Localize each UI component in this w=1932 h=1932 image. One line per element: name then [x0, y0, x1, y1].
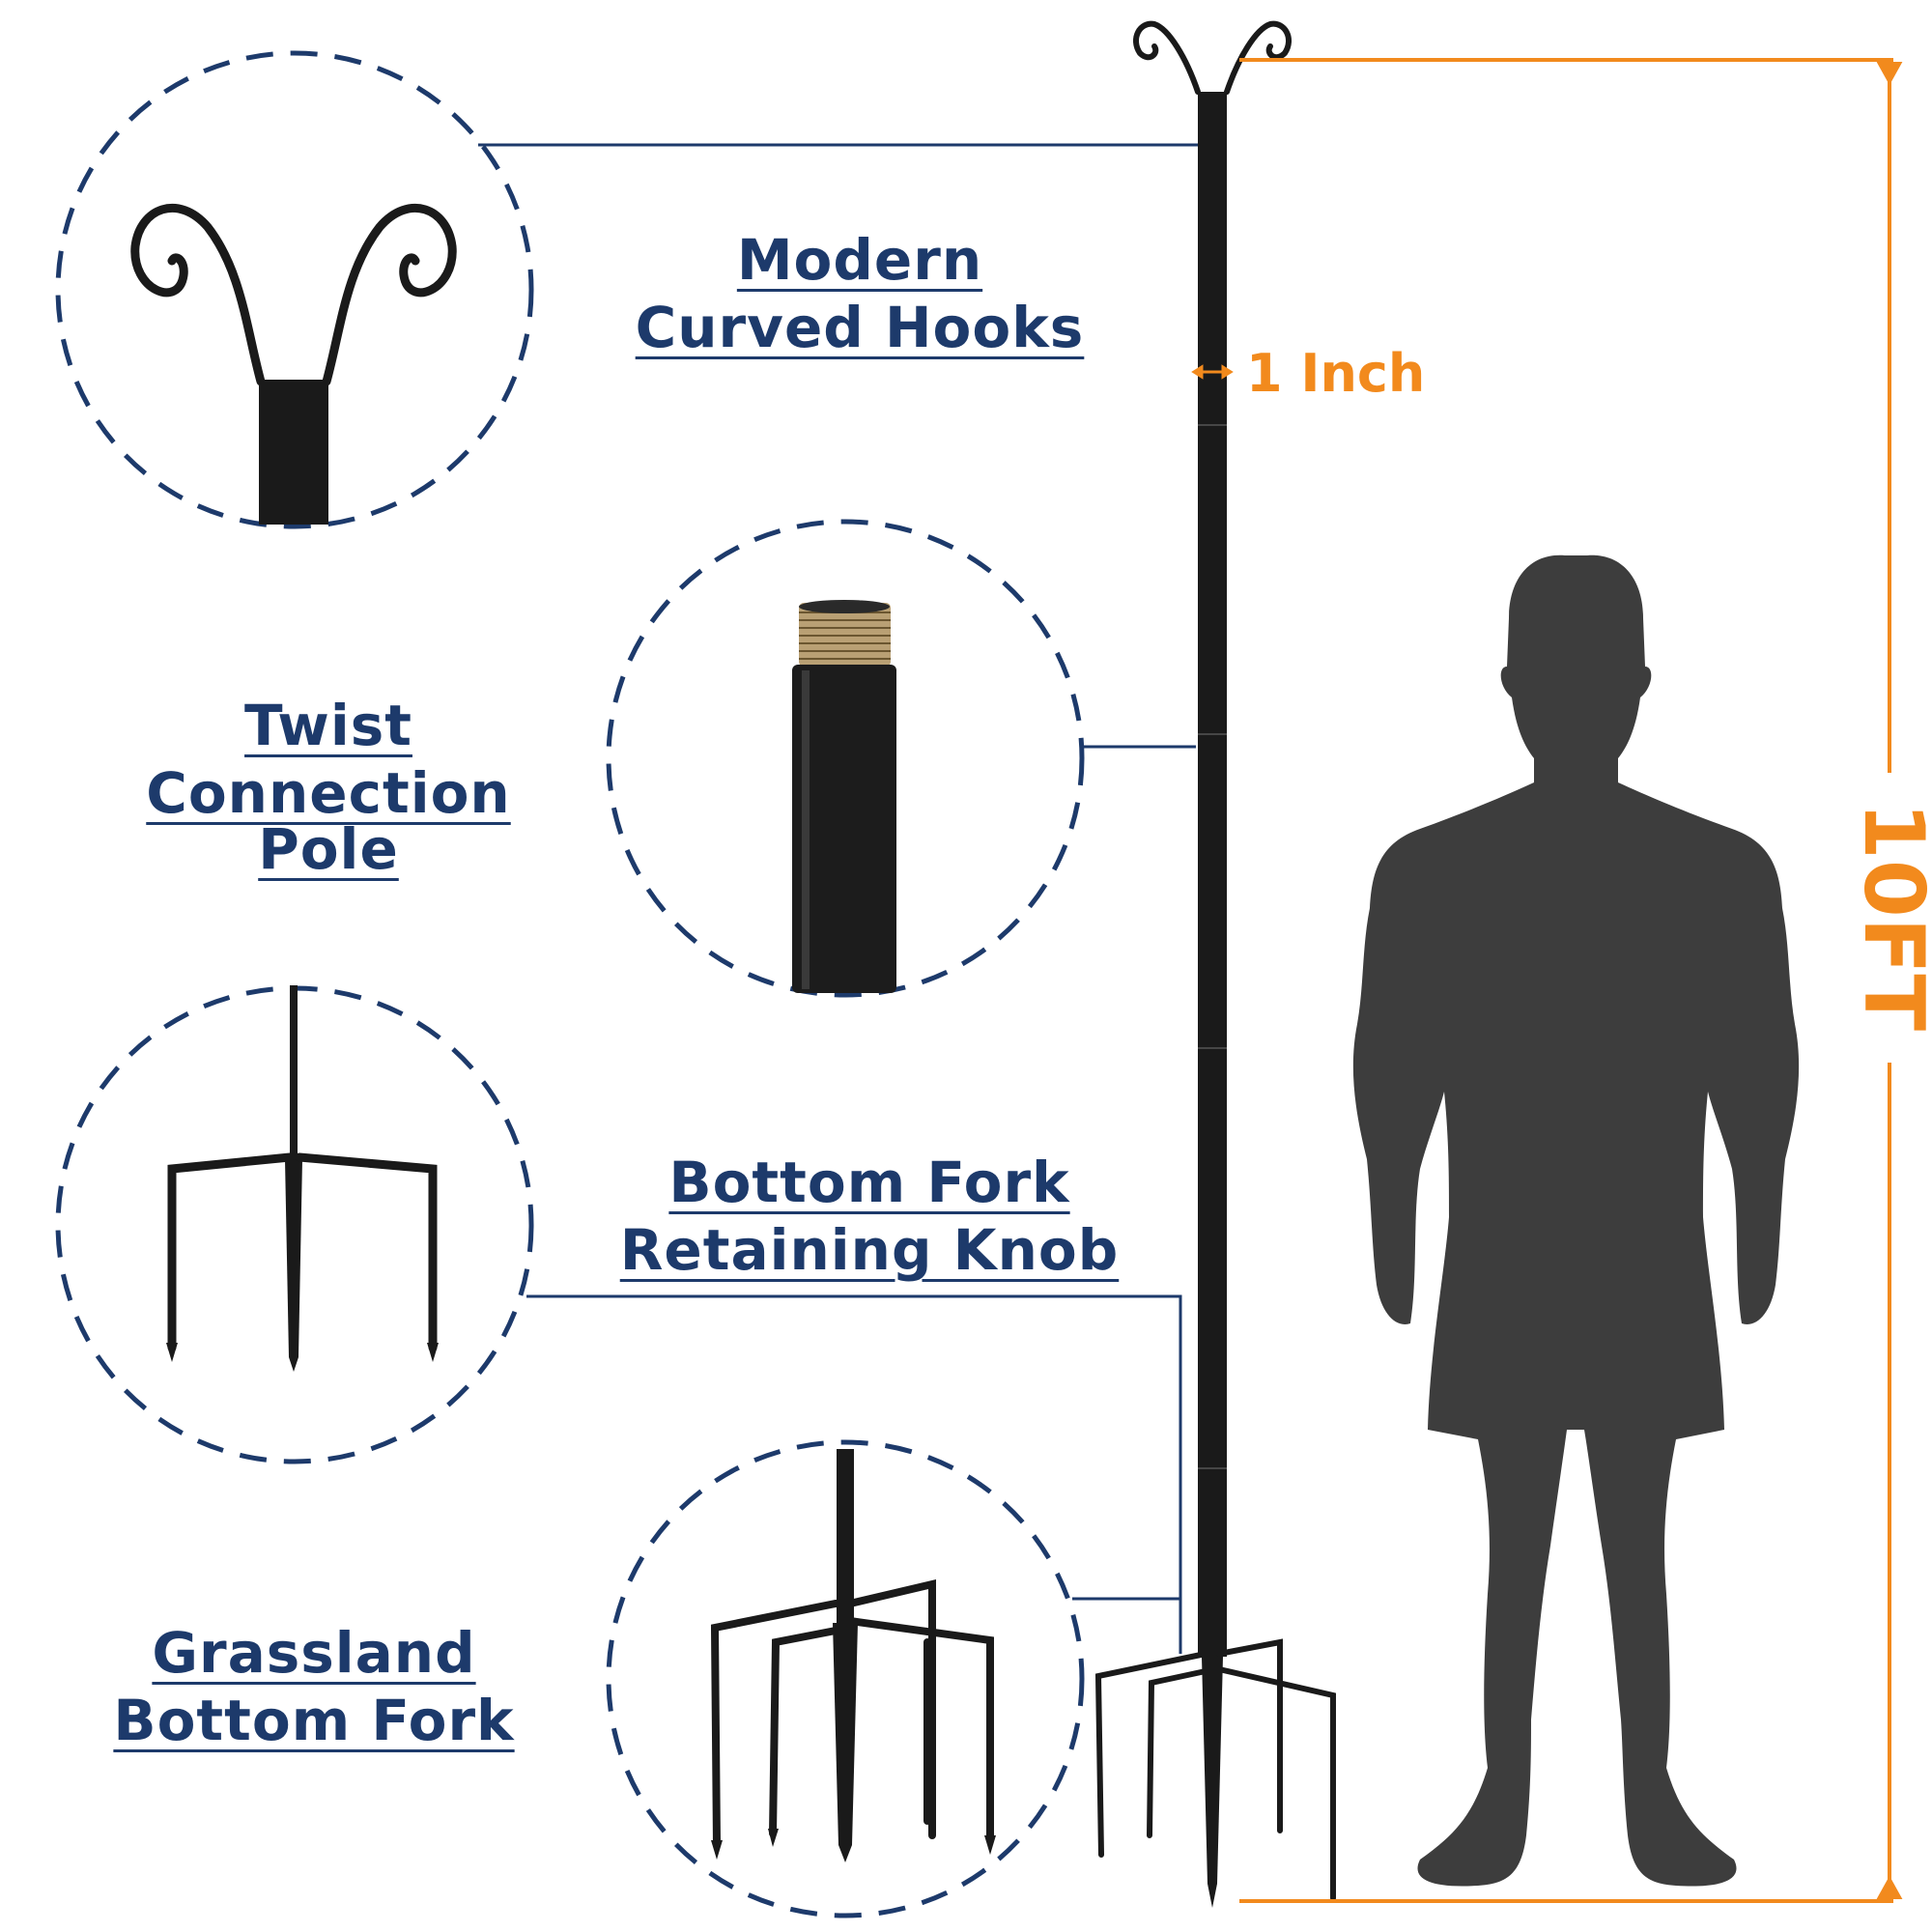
- knob-detail-image: [166, 985, 439, 1372]
- diameter-label: 1 Inch: [1246, 343, 1426, 404]
- callout-knob-line1: Bottom Fork: [668, 1150, 1070, 1215]
- grass-leader-line: [1072, 1597, 1182, 1654]
- callout-knob-line2: Retaining Knob: [619, 1217, 1120, 1283]
- hooks-detail-circle: [55, 50, 534, 529]
- callout-hooks-line2: Curved Hooks: [635, 295, 1085, 360]
- callout-knob: Bottom Fork Retaining Knob: [609, 1154, 1130, 1278]
- callout-grass-line2: Bottom Fork: [113, 1688, 515, 1753]
- twist-detail-image: [792, 600, 896, 993]
- callout-grass-line1: Grassland: [152, 1620, 476, 1686]
- knob-leader-line: [526, 1294, 1182, 1642]
- shepherd-hook-pole: [1094, 20, 1336, 1908]
- grass-detail-image: [710, 1449, 996, 1862]
- callout-twist-line2: Connection Pole: [146, 760, 511, 882]
- callout-twist: Twist Connection Pole: [68, 697, 589, 877]
- callout-hooks: Modern Curved Hooks: [618, 232, 1101, 355]
- diameter-marker: [1191, 364, 1234, 380]
- height-dimension-line: [1239, 58, 1903, 1903]
- callout-twist-line1: Twist: [244, 693, 412, 758]
- grass-detail-circle: [606, 1439, 1085, 1918]
- height-label: 10FT: [1845, 802, 1932, 1032]
- human-silhouette-icon: [1352, 554, 1800, 1887]
- twist-detail-circle: [606, 519, 1085, 998]
- callout-hooks-line1: Modern: [736, 227, 983, 293]
- callout-grass: Grassland Bottom Fork: [68, 1625, 560, 1748]
- hooks-detail-image: [130, 203, 457, 525]
